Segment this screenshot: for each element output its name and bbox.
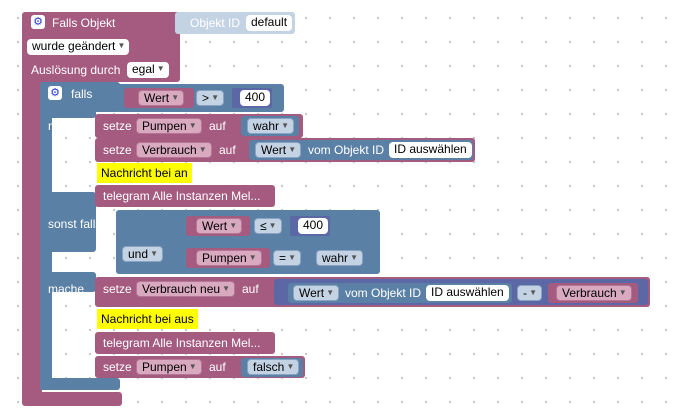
chevron-down-icon: ▼ xyxy=(117,41,126,50)
chevron-down-icon: ▼ xyxy=(618,288,627,297)
chevron-down-icon: ▼ xyxy=(211,93,220,102)
cond1-var: Wert xyxy=(144,91,170,105)
chevron-down-icon: ▼ xyxy=(288,253,297,262)
falls-label: falls xyxy=(71,87,93,101)
bool-dropdown[interactable]: wahr▼ xyxy=(247,118,295,134)
chevron-down-icon: ▼ xyxy=(156,64,165,73)
chevron-down-icon: ▼ xyxy=(286,362,295,371)
setze-label: setze xyxy=(103,360,132,374)
telegram-block[interactable] xyxy=(95,332,275,354)
cond1-op: > xyxy=(202,91,210,105)
var-dropdown[interactable]: Wert▼ xyxy=(138,90,185,106)
chevron-down-icon: ▼ xyxy=(288,145,297,154)
value-dropdown[interactable]: Wert▼ xyxy=(293,285,340,301)
then2-value: Wert xyxy=(299,286,325,300)
chevron-down-icon: ▼ xyxy=(222,284,231,293)
trigger-title: Falls Objekt xyxy=(52,16,116,30)
math-op-dropdown[interactable]: -▼ xyxy=(517,285,542,301)
auf-label: auf xyxy=(219,143,236,157)
mache-label: mache xyxy=(48,282,85,296)
object-id-label: Objekt ID xyxy=(190,16,241,30)
number-field[interactable]: 400 xyxy=(298,218,329,234)
var-dropdown[interactable]: Pumpen▼ xyxy=(136,359,202,375)
then1b-value: Wert xyxy=(261,143,287,157)
operator-dropdown[interactable]: >▼ xyxy=(196,90,225,106)
telegram-label: telegram Alle Instanzen Mel... xyxy=(103,336,261,350)
gear-icon[interactable]: ⚙ xyxy=(48,86,62,100)
operator-dropdown[interactable]: ≤▼ xyxy=(254,218,282,234)
auf-label: auf xyxy=(209,119,226,133)
cond2-var2: Pumpen xyxy=(202,251,247,265)
then2-var: Verbrauch neu xyxy=(142,282,221,296)
trigger-by-option: egal xyxy=(132,62,155,76)
then1b-var: Verbrauch xyxy=(142,143,197,157)
object-id-field[interactable]: default xyxy=(246,15,293,31)
then1-var: Pumpen xyxy=(142,119,187,133)
chevron-down-icon: ▼ xyxy=(229,221,238,230)
number-field[interactable]: 400 xyxy=(240,90,271,106)
cond2-op: ≤ xyxy=(260,219,267,233)
chevron-down-icon: ▼ xyxy=(350,253,359,262)
note-block[interactable]: Nachricht bei aus xyxy=(97,309,198,329)
vom-label: vom Objekt ID xyxy=(308,143,385,157)
if-block[interactable] xyxy=(40,82,130,392)
chevron-down-icon: ▼ xyxy=(268,221,277,230)
mache-label: mache xyxy=(48,119,85,133)
chevron-down-icon: ▼ xyxy=(529,288,537,297)
sonst-label: sonst falls xyxy=(48,217,102,231)
var-dropdown[interactable]: Pumpen▼ xyxy=(136,118,202,134)
setze-label: setze xyxy=(103,143,132,157)
cond2-value2: wahr xyxy=(322,251,349,265)
trigger-by-label: Auslösung durch xyxy=(31,63,121,77)
then2-minus: - xyxy=(523,286,527,300)
then3-value: falsch xyxy=(253,360,285,374)
var-dropdown[interactable]: Verbrauch neu▼ xyxy=(136,281,236,297)
setze-label: setze xyxy=(103,282,132,296)
bool-dropdown[interactable]: falsch▼ xyxy=(247,359,300,375)
change-dropdown[interactable]: wurde geändert▼ xyxy=(27,39,130,55)
gear-icon[interactable]: ⚙ xyxy=(31,15,45,29)
chevron-down-icon: ▼ xyxy=(188,121,197,130)
vom-label: vom Objekt ID xyxy=(345,286,422,300)
telegram-block[interactable] xyxy=(95,185,275,207)
var-dropdown[interactable]: Verbrauch▼ xyxy=(556,285,632,301)
setze-label: setze xyxy=(103,119,132,133)
var-dropdown[interactable]: Pumpen▼ xyxy=(196,250,262,266)
then3-var: Pumpen xyxy=(142,360,187,374)
operator-dropdown[interactable]: =▼ xyxy=(273,250,302,266)
auf-label: auf xyxy=(242,282,259,296)
chevron-down-icon: ▼ xyxy=(171,93,180,102)
change-option: wurde geändert xyxy=(32,39,116,53)
chevron-down-icon: ▼ xyxy=(248,253,257,262)
cond2-op2: = xyxy=(279,251,287,265)
trigger-by-dropdown[interactable]: egal▼ xyxy=(127,62,169,78)
var-dropdown[interactable]: Wert▼ xyxy=(196,218,243,234)
telegram-label: telegram Alle Instanzen Mel... xyxy=(103,189,261,203)
chevron-down-icon: ▼ xyxy=(188,362,197,371)
logic-dropdown[interactable]: und▼ xyxy=(122,246,164,262)
then2-var2: Verbrauch xyxy=(562,286,617,300)
then1-value: wahr xyxy=(253,119,280,133)
auf-label: auf xyxy=(209,360,226,374)
note-block[interactable]: Nachricht bei an xyxy=(97,163,192,183)
cond2-var: Wert xyxy=(202,219,228,233)
chevron-down-icon: ▼ xyxy=(326,288,335,297)
chevron-down-icon: ▼ xyxy=(150,249,159,258)
value-dropdown[interactable]: Wert▼ xyxy=(255,142,302,158)
trigger-block[interactable] xyxy=(22,12,182,407)
chevron-down-icon: ▼ xyxy=(198,145,207,154)
cond2-und: und xyxy=(128,247,149,261)
id-field[interactable]: ID auswählen xyxy=(389,142,472,158)
var-dropdown[interactable]: Verbrauch▼ xyxy=(136,142,212,158)
id-field[interactable]: ID auswählen xyxy=(426,285,509,301)
bool-dropdown[interactable]: wahr▼ xyxy=(316,250,364,266)
chevron-down-icon: ▼ xyxy=(281,121,290,130)
